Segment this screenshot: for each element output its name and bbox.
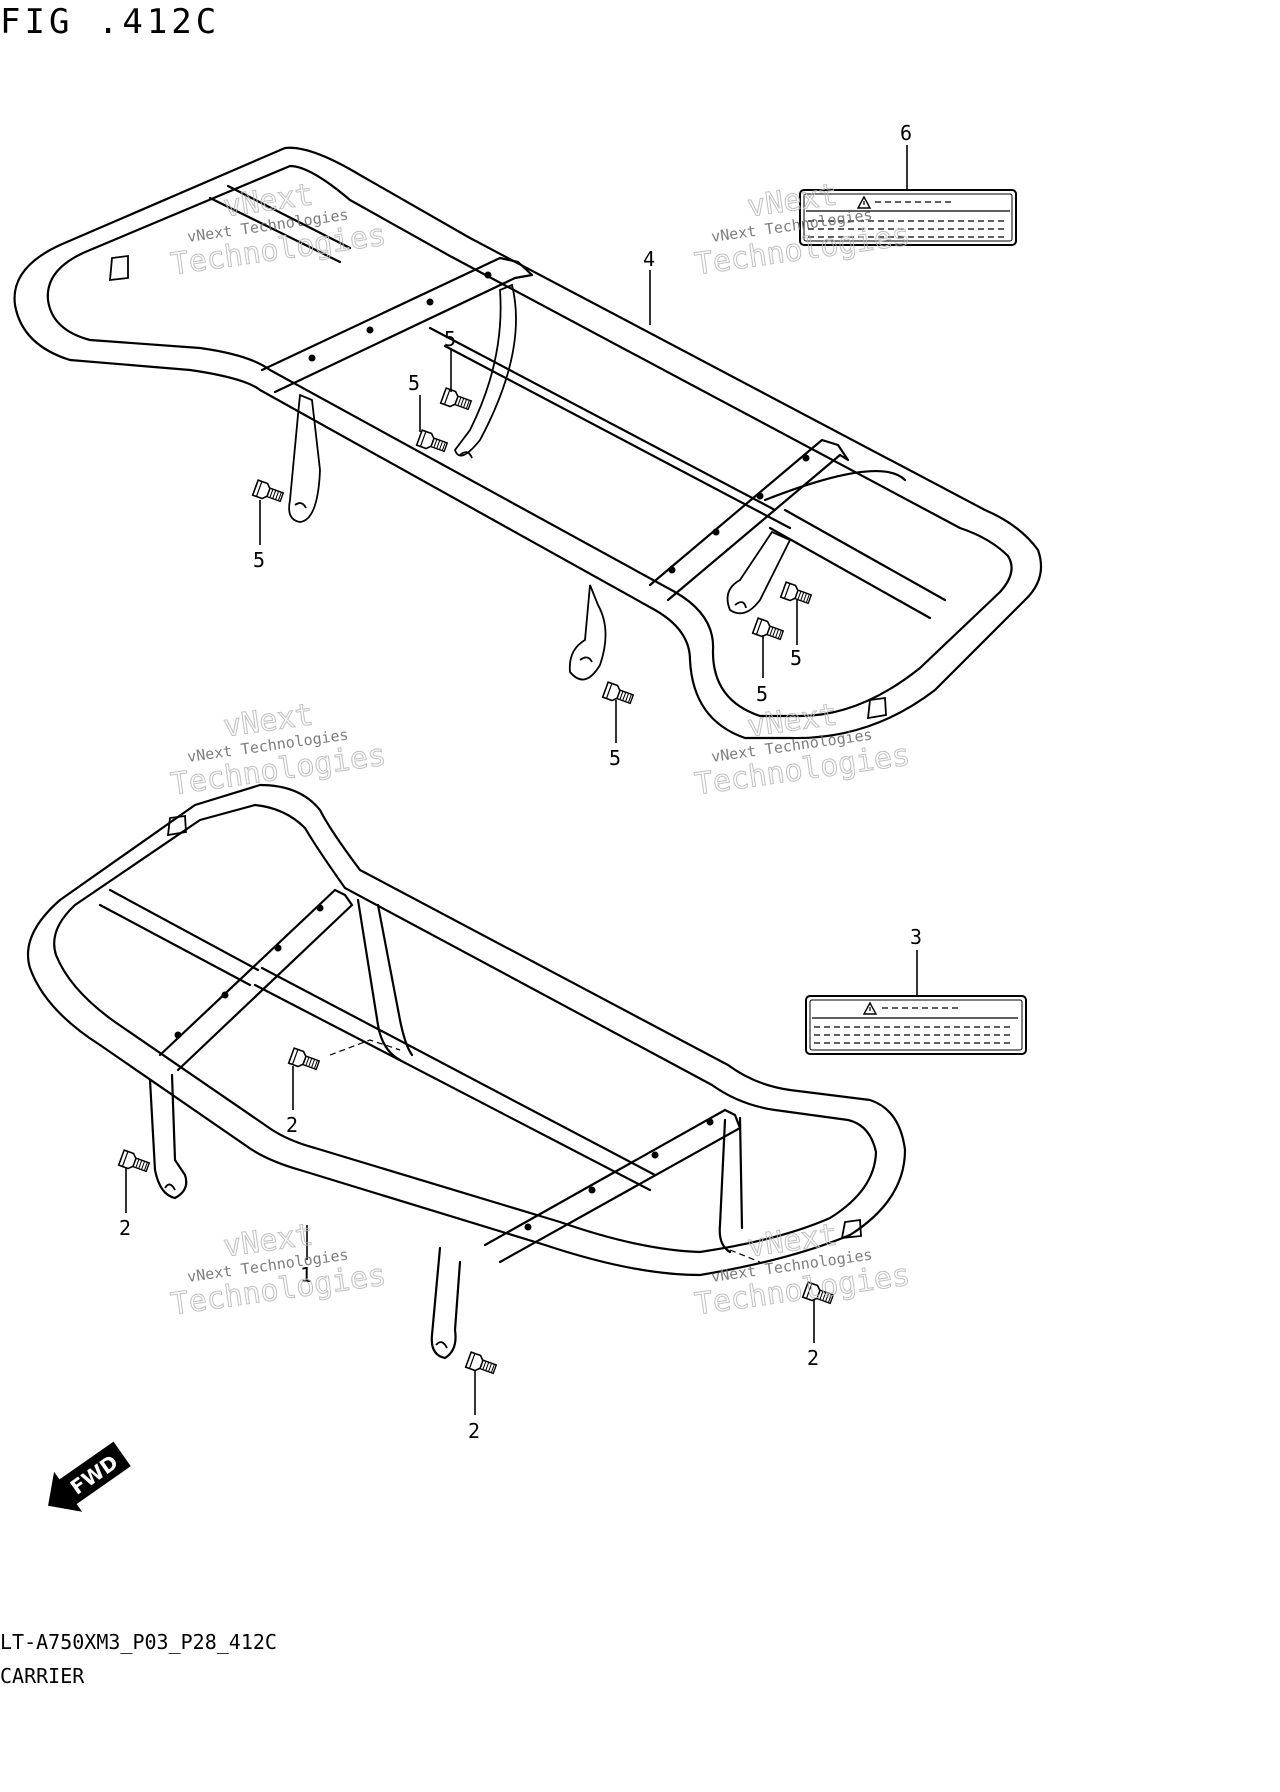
callout-4: 4 — [643, 247, 655, 271]
callout-3: 3 — [910, 925, 922, 949]
figure-title: FIG .412C — [0, 2, 221, 42]
callout-5: 5 — [253, 548, 265, 572]
figure-name: CARRIER — [0, 1664, 85, 1688]
callout-5: 5 — [790, 646, 802, 670]
callout-2: 2 — [119, 1216, 131, 1240]
warning-label-icon — [856, 195, 872, 209]
callout-5: 5 — [609, 746, 621, 770]
callout-6: 6 — [900, 121, 912, 145]
callout-2: 2 — [286, 1113, 298, 1137]
callout-1: 1 — [300, 1263, 312, 1287]
callout-2: 2 — [807, 1346, 819, 1370]
leader-lines — [125, 145, 918, 1415]
rear-carrier — [26, 783, 907, 1360]
warning-label-3 — [805, 995, 1027, 1055]
callout-5: 5 — [444, 327, 456, 351]
callout-2: 2 — [468, 1419, 480, 1443]
callout-5: 5 — [756, 682, 768, 706]
callout-5: 5 — [408, 371, 420, 395]
warning-label-icon — [862, 1001, 878, 1015]
watermark: vNext Technologies vNext Technologies vN… — [168, 177, 913, 1323]
fwd-arrow-icon: FWD — [48, 1441, 131, 1512]
figure-code: LT-A750XM3_P03_P28_412C — [0, 1630, 277, 1654]
front-carrier — [13, 146, 1043, 740]
warning-label-6 — [799, 189, 1017, 246]
